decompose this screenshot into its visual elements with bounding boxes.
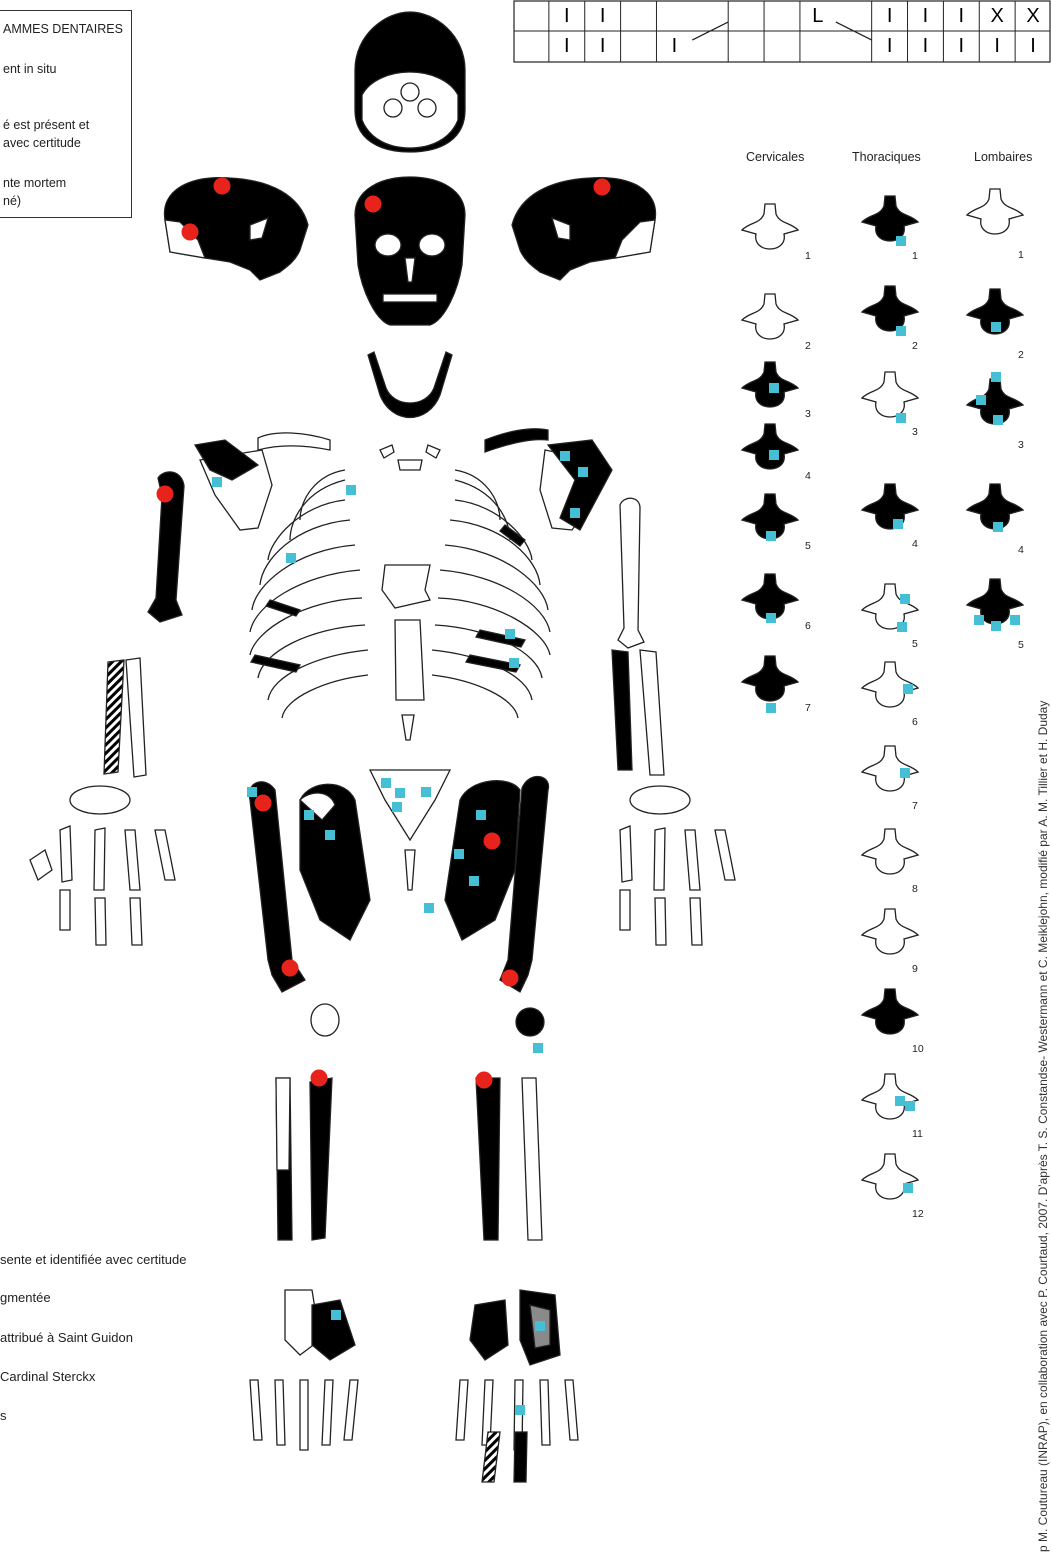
blue-marker (991, 621, 1001, 631)
red-marker (594, 179, 611, 196)
vertebra (742, 656, 798, 701)
vertebra (862, 484, 918, 529)
vertebra (862, 372, 918, 417)
blue-marker (560, 451, 570, 461)
vertebra (862, 286, 918, 331)
blue-marker (304, 810, 314, 820)
blue-marker (900, 768, 910, 778)
red-marker (502, 970, 519, 987)
blue-marker (395, 788, 405, 798)
blue-marker (535, 1321, 545, 1331)
vertebra (742, 294, 798, 339)
blue-marker (421, 787, 431, 797)
blue-marker (1010, 615, 1020, 625)
vertebra (862, 829, 918, 874)
blue-marker (346, 485, 356, 495)
blue-marker (392, 802, 402, 812)
blue-marker (974, 615, 984, 625)
blue-marker (991, 322, 1001, 332)
blue-marker (900, 594, 910, 604)
blue-marker (286, 553, 296, 563)
blue-marker (533, 1043, 543, 1053)
blue-marker (331, 1310, 341, 1320)
vertebra (862, 909, 918, 954)
blue-marker (424, 903, 434, 913)
blue-marker (247, 787, 257, 797)
red-marker (484, 833, 501, 850)
blue-marker (895, 1096, 905, 1106)
blue-marker (769, 450, 779, 460)
vertebra (742, 424, 798, 469)
blue-marker (993, 415, 1003, 425)
skull-top-view (355, 12, 465, 152)
blue-marker (766, 703, 776, 713)
blue-marker (515, 1405, 525, 1415)
blue-marker (896, 326, 906, 336)
blue-marker (578, 467, 588, 477)
vertebra (742, 204, 798, 249)
blue-marker (903, 684, 913, 694)
blue-marker (897, 622, 907, 632)
blue-marker (905, 1101, 915, 1111)
vertebra (862, 196, 918, 241)
red-marker (255, 795, 272, 812)
blue-marker (893, 519, 903, 529)
vertebra (862, 584, 918, 629)
blue-marker (993, 522, 1003, 532)
red-marker (282, 960, 299, 977)
blue-marker (570, 508, 580, 518)
blue-marker (766, 613, 776, 623)
blue-marker (991, 372, 1001, 382)
vertebra (967, 189, 1023, 234)
blue-marker (769, 383, 779, 393)
red-marker (476, 1072, 493, 1089)
blue-marker (381, 778, 391, 788)
blue-marker (476, 810, 486, 820)
red-marker (365, 196, 382, 213)
blue-marker (509, 658, 519, 668)
vertebra (862, 989, 918, 1034)
blue-marker (766, 531, 776, 541)
vertebra (742, 574, 798, 619)
vertebra (862, 1074, 918, 1119)
blue-marker (454, 849, 464, 859)
mandible (368, 352, 452, 418)
red-marker (311, 1070, 328, 1087)
blue-marker (976, 395, 986, 405)
blue-marker (469, 876, 479, 886)
blue-marker (505, 629, 515, 639)
blue-marker (903, 1183, 913, 1193)
blue-marker (325, 830, 335, 840)
red-marker (214, 178, 231, 195)
blue-marker (896, 413, 906, 423)
blue-marker (212, 477, 222, 487)
red-marker (182, 224, 199, 241)
blue-marker (896, 236, 906, 246)
red-marker (157, 486, 174, 503)
skull-right-view (512, 178, 656, 280)
